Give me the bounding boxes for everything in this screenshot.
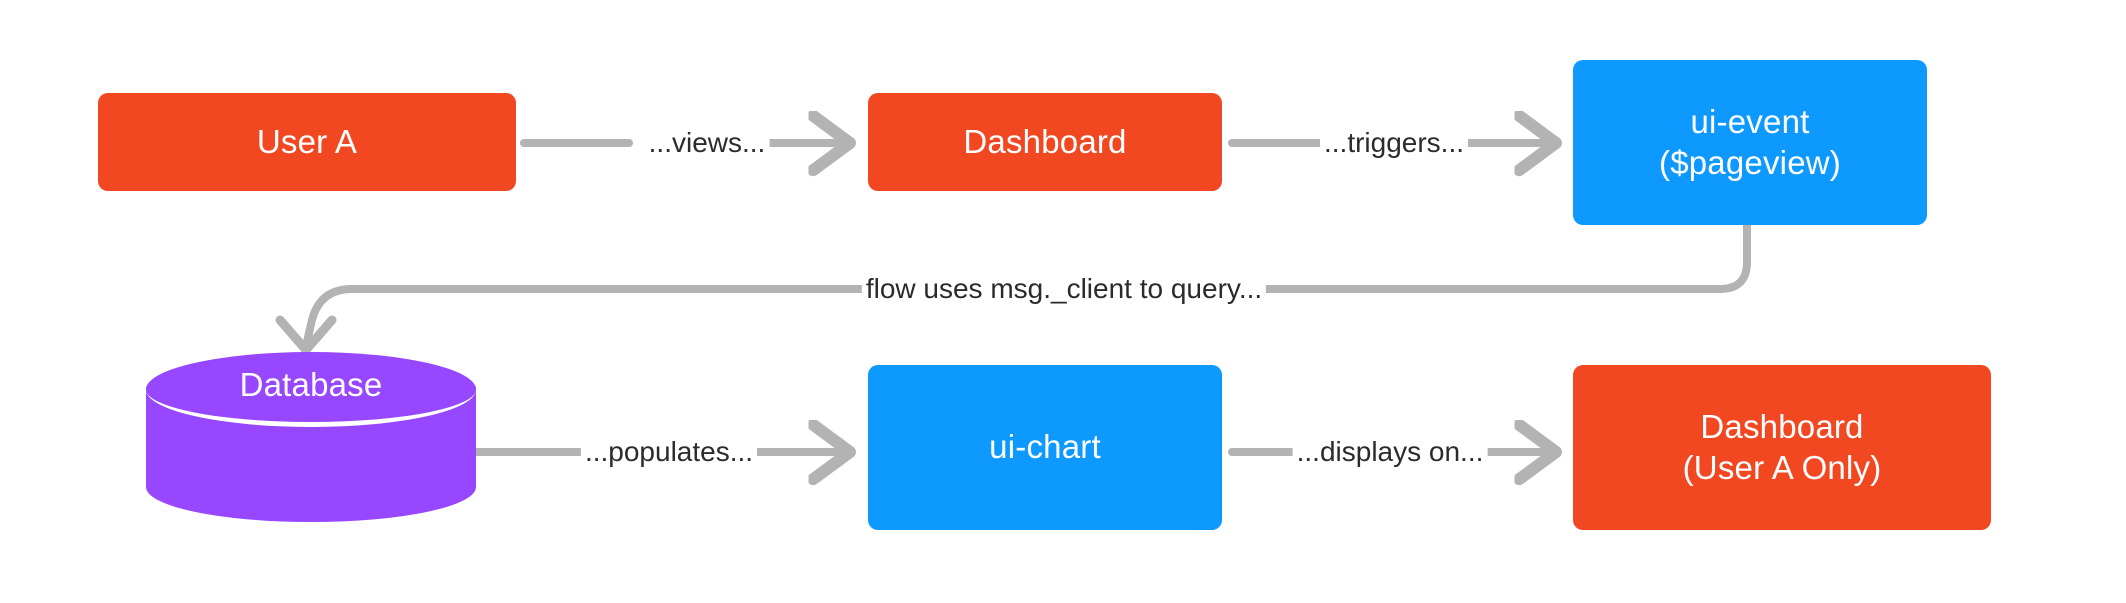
edge-label-populates: ...populates... [580,436,758,468]
edge-label-triggers: ...triggers... [1319,127,1469,159]
node-database[interactable]: Database [146,352,476,522]
node-database-label: Database [239,366,383,403]
node-ui-chart[interactable]: ui-chart [868,365,1222,530]
node-dashboard-user-a-label: Dashboard [1700,408,1864,446]
edge-label-flow-uses-client-to-query: flow uses msg._client to query... [861,273,1267,305]
node-dashboard-user-a[interactable]: Dashboard (User A Only) [1573,365,1991,530]
node-dashboard-user-a-sublabel: (User A Only) [1682,448,1882,486]
node-user-a[interactable]: User A [98,93,516,191]
node-ui-event-sublabel: ($pageview) [1659,143,1841,181]
database-cylinder-bottom [146,452,476,522]
node-ui-chart-label: ui-chart [989,428,1101,466]
edge-ui-event-to-database [275,221,1751,355]
node-dashboard-top-label: Dashboard [963,122,1127,160]
node-user-a-label: User A [256,122,358,160]
node-ui-event-label: ui-event [1690,103,1810,141]
node-dashboard-top[interactable]: Dashboard [868,93,1222,191]
edge-label-views: ...views... [644,127,770,159]
edge-label-displays-on: ...displays on... [1292,436,1488,468]
node-ui-event[interactable]: ui-event ($pageview) [1573,60,1927,225]
database-cylinder-top [146,352,476,427]
